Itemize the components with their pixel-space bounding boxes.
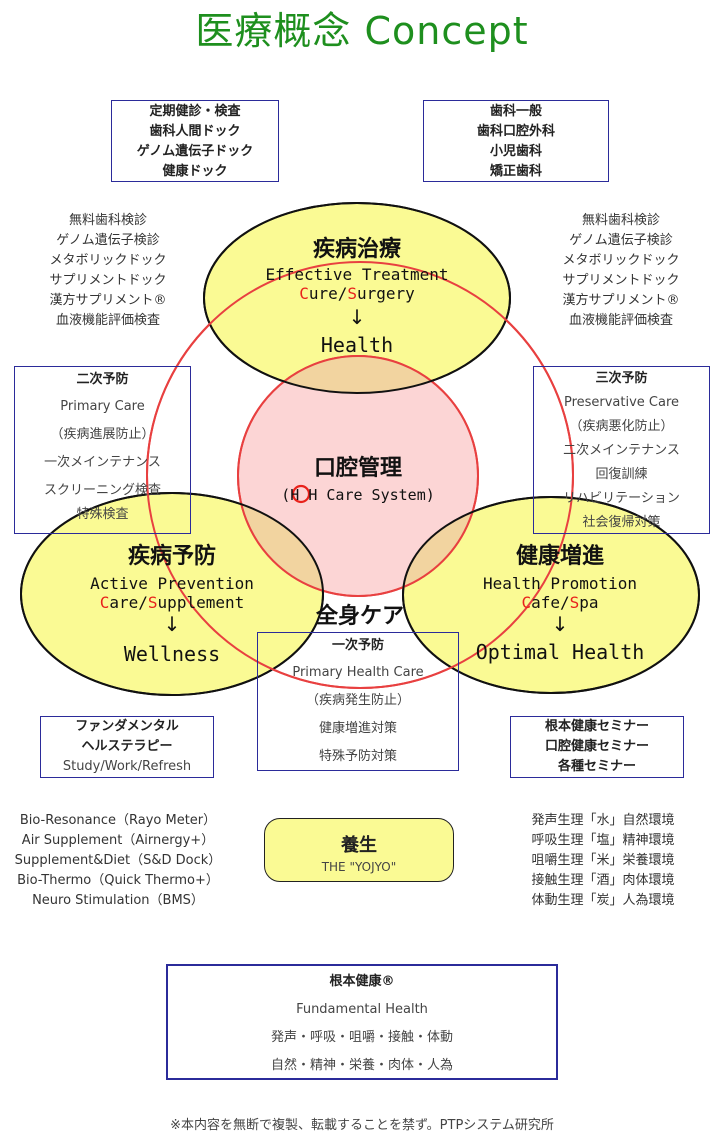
treatment-label: 疾病治療 Effective Treatment Cure/Surgery ↓ … [265,237,449,357]
left-exam-list: 無料歯科検診ゲノム遺伝子検診メタボリックドック サプリメントドック漢方サプリメン… [49,213,167,328]
fundamental-health-box: 根本健康® Fundamental Health 発声・呼吸・咀嚼・接触・体動 … [166,964,558,1080]
oral-care-label: 口腔管理 (HOH Care System) [281,456,435,504]
page-title: 医療概念 Concept [195,9,529,53]
copyright-footer: ※本内容を無断で複製、転載することを禁ず。PTPシステム研究所 [170,1118,554,1133]
tertiary-prevention-box: 三次予防 Preservative Care（疾病悪化防止） 二次メインテナンス… [533,366,710,534]
bio-device-list: Bio-Resonance（Rayo Meter）Air Supplement（… [14,813,222,908]
secondary-prevention-box: 二次予防 Primary Care（疾病進展防止） 一次メインテナンススクリーニ… [14,366,191,534]
seminar-box: 根本健康セミナー口腔健康セミナー各種セミナー [510,716,684,778]
fundamental-therapy-box: ファンダメンタル ヘルステラピー Study/Work/Refresh [40,716,214,778]
whole-body-care-label: 全身ケア [315,604,404,629]
primary-prevention-box: 一次予防 Primary Health Care（疾病発生防止） 健康増進対策特… [257,632,459,771]
checkup-box: 定期健診・検査歯科人間ドック ゲノム遺伝子ドック健康ドック [111,100,279,182]
dental-box: 歯科一般歯科口腔外科 小児歯科矯正歯科 [423,100,609,182]
prevention-label: 疾病予防 Active Prevention Care/Supplement ↓… [90,544,254,666]
promotion-label: 健康増進 Health Promotion Cafe/Spa ↓ Optimal… [475,544,645,664]
yojyo-box: 養生 THE "YOJYO" [264,818,454,882]
physiology-environment-list: 発声生理「水」自然環境呼吸生理「塩」精神環境 咀嚼生理「米」栄養環境接触生理「酒… [531,813,675,908]
right-exam-list: 無料歯科検診ゲノム遺伝子検診メタボリックドック サプリメントドック漢方サプリメン… [562,213,680,328]
hoh-o-ring [291,484,311,504]
